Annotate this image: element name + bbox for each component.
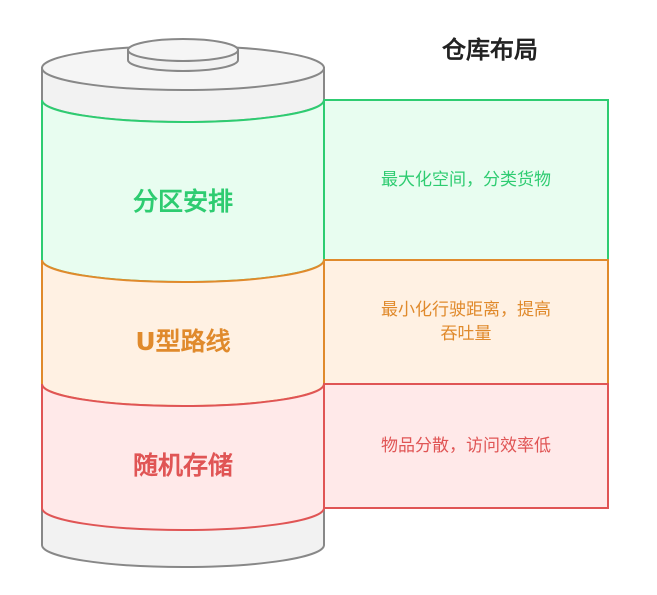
layer-u-route-description: 最小化行驶距离，提高吞吐量: [381, 300, 551, 344]
layer-u-route-desc-box: [323, 259, 609, 385]
layer-random-description: 物品分散，访问效率低: [381, 436, 551, 456]
cylinder-terminal-top: [127, 38, 239, 62]
layer-random-desc-box: [323, 383, 609, 509]
layer-u-route-label: U型路线: [135, 327, 230, 356]
cylinder-body: [41, 38, 325, 568]
layer-zone: 分区安排: [41, 99, 609, 283]
layer-zone-desc-box: [323, 99, 609, 261]
layer-zone-label: 分区安排: [133, 187, 233, 216]
diagram-title: 仓库布局: [442, 36, 538, 64]
layer-random-label: 随机存储: [133, 451, 233, 480]
layer-zone-description: 最大化空间，分类货物: [381, 170, 551, 190]
layer-random: 随机存储: [41, 383, 609, 531]
layer-u-route: U型路线: [41, 259, 609, 407]
